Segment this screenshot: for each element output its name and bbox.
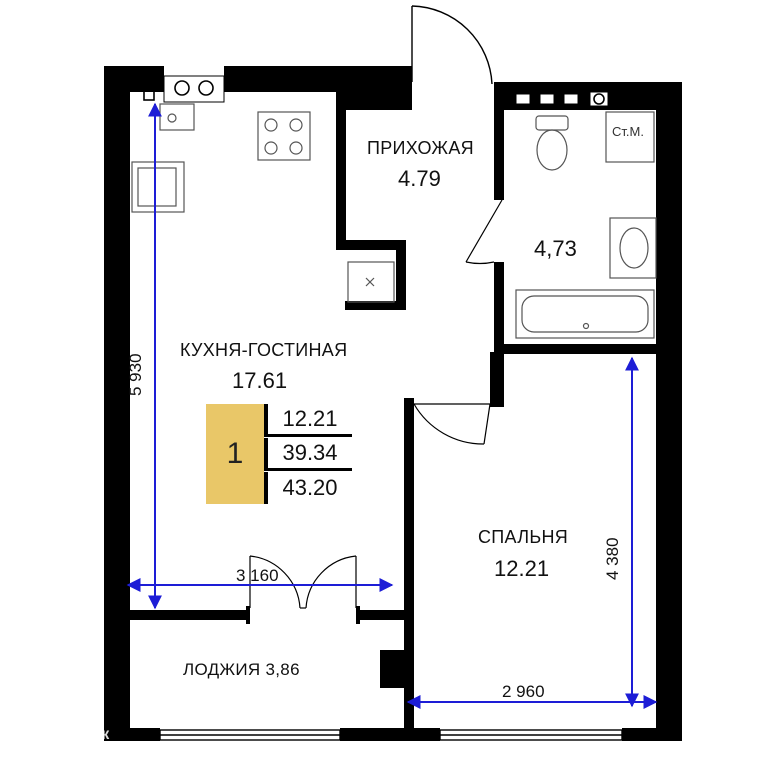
bedroom-width-label: 2 960 (502, 682, 545, 701)
total-area-value: 43.20 (264, 472, 352, 504)
wall-rings (143, 80, 605, 105)
walls (104, 66, 682, 741)
hallway-name: ПРИХОЖАЯ (367, 138, 474, 158)
bedroom-area: 12.21 (494, 556, 550, 581)
kitchen-height-label: 5 930 (126, 353, 145, 396)
kitchen-living-name: КУХНЯ-ГОСТИНАЯ (180, 340, 348, 360)
bedroom-height-label: 4 380 (603, 537, 622, 580)
kitchen-fixtures (131, 103, 395, 303)
living-area-value: 12.21 (264, 404, 352, 437)
bedroom-name: СПАЛЬНЯ (478, 527, 569, 547)
windows (159, 729, 623, 741)
total-area-no-loggia-value: 39.34 (264, 438, 352, 471)
kitchen-width-label: 3 160 (236, 566, 279, 585)
entrance-door (411, 5, 493, 85)
kitchen-living-area: 17.61 (232, 368, 288, 393)
bathroom-fixtures (515, 111, 657, 339)
rooms-count-badge: 1 (206, 404, 264, 504)
hallway-area: 4.79 (398, 166, 441, 191)
area-summary-box: 1 12.21 39.34 43.20 (206, 404, 352, 504)
watermark: Домклик (40, 726, 110, 743)
loggia-name: ЛОДЖИЯ 3,86 (183, 660, 300, 679)
dimension-lines (126, 102, 658, 709)
washing-machine-label: Ст.М. (612, 124, 644, 139)
bathroom-area: 4,73 (534, 236, 577, 261)
